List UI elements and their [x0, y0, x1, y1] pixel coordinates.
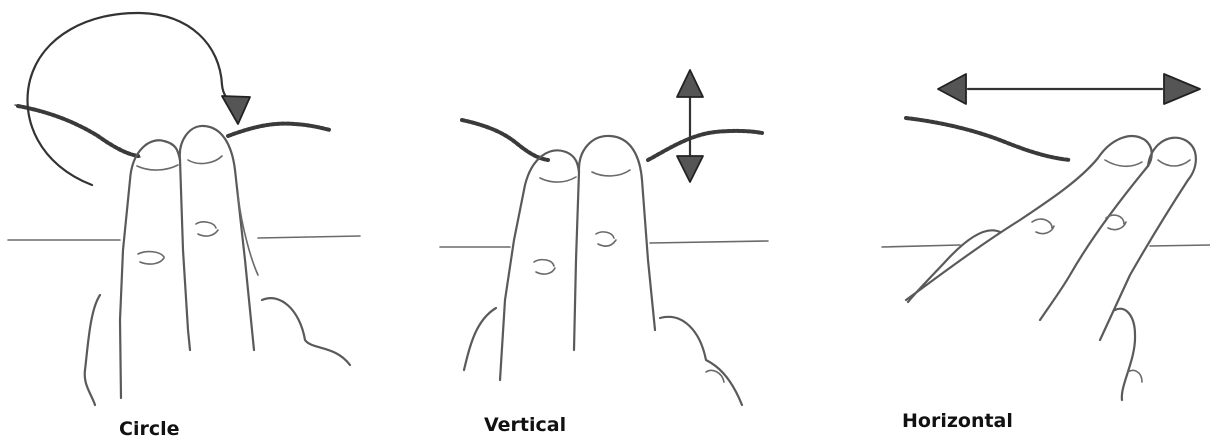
horizontal-arrow-right-head	[1164, 74, 1200, 104]
index-finger-outline	[906, 136, 1152, 300]
finger-crease	[238, 195, 258, 275]
ring-finger-outline	[1115, 309, 1135, 400]
thumb-outline	[464, 308, 496, 370]
finger-gap-line	[574, 172, 579, 350]
contour-scribble-left	[462, 120, 548, 160]
finger-gap-line	[1040, 166, 1148, 320]
surface-line-right	[258, 236, 360, 238]
middle-finger-outline	[579, 136, 655, 330]
surface-line-left	[882, 245, 960, 247]
surface-line-right	[650, 241, 768, 243]
ring-finger-outline	[660, 317, 742, 405]
knuckle-right	[196, 222, 218, 236]
knuckle-left	[534, 260, 555, 274]
circle-gesture-illustration	[8, 13, 360, 405]
contour-scribble-left-ink	[18, 106, 138, 156]
ring-fingertip	[1128, 370, 1142, 382]
ring-finger-outline	[262, 298, 350, 365]
fingernail-right	[1158, 160, 1190, 166]
vertical-arrow-down-head	[677, 156, 703, 182]
fingernail-left	[137, 165, 178, 170]
finger-gap-line	[180, 160, 190, 350]
circle-arrow-head	[222, 96, 250, 124]
index-finger-outline	[120, 140, 180, 398]
fingernail-left	[1105, 160, 1142, 166]
contour-scribble-left	[906, 118, 1070, 160]
circle-arrow-path	[28, 13, 232, 185]
surface-line-right	[1150, 245, 1210, 246]
horizontal-caption: Horizontal	[902, 410, 1013, 432]
fingernail-right	[188, 156, 222, 163]
knuckle-left	[138, 252, 164, 264]
horizontal-gesture-illustration	[882, 74, 1210, 400]
vertical-arrow-up-head	[677, 70, 703, 97]
knuckle-right	[596, 232, 616, 246]
index-finger-outline	[500, 150, 579, 380]
contour-scribble-right	[648, 131, 762, 160]
fingernail-left	[540, 177, 576, 182]
thumb-outline	[85, 295, 100, 405]
contour-scribble-right	[228, 124, 330, 136]
vertical-caption: Vertical	[484, 414, 566, 436]
vertical-gesture-illustration	[440, 70, 768, 405]
fingernail-right	[592, 170, 630, 176]
knuckle-left	[1032, 219, 1054, 233]
circle-caption: Circle	[119, 418, 180, 440]
horizontal-arrow-left-head	[938, 74, 966, 104]
